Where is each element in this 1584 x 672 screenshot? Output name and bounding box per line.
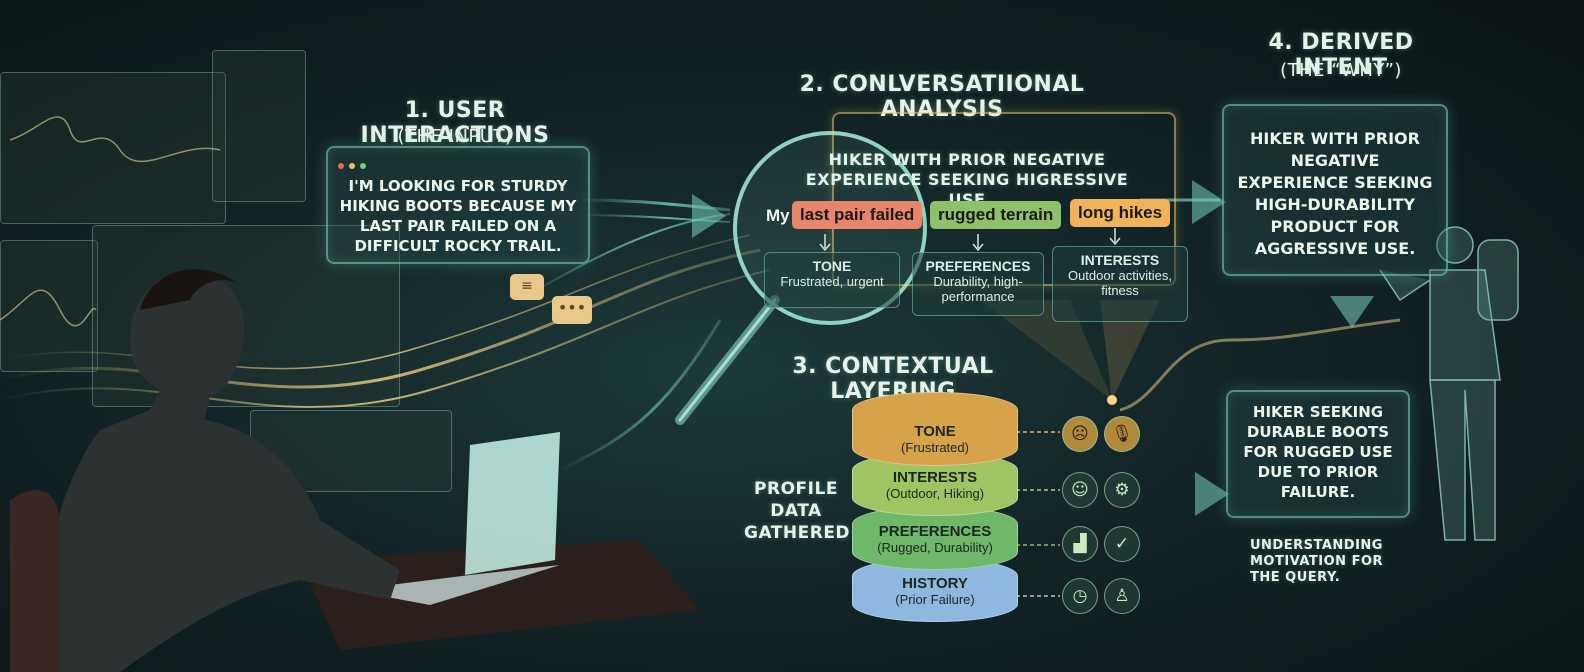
gear-check-icon: ✓	[1104, 526, 1140, 562]
layer-sub: (Prior Failure)	[895, 592, 975, 607]
flow-arrow	[1192, 180, 1226, 224]
step4-subtitle: (The “Why”)	[1280, 60, 1402, 81]
intent-summary-text: Hiker seeking durable boots for rugged u…	[1243, 403, 1393, 501]
derived-intent-text: Hiker with prior negative experience see…	[1237, 129, 1433, 258]
sad-face-icon: ☹	[1062, 416, 1098, 452]
tag-rugged-terrain: rugged terrain	[930, 201, 1062, 229]
card-title: Tone	[812, 258, 852, 274]
microphone-icon: 🎙︎	[1104, 416, 1140, 452]
user-query-text: I'm looking for sturdy hiking boots beca…	[339, 177, 577, 255]
typing-chat-icon: •••	[552, 296, 592, 324]
step1-subtitle: (The Input)	[397, 126, 513, 147]
step1-title: 1. User Interactions	[360, 98, 550, 148]
card-title: Interests	[1080, 252, 1160, 268]
analysis-summary: Hiker with prior negative experience see…	[805, 150, 1129, 209]
step2-title: 2. Conlversatiional Analysis	[799, 72, 1085, 122]
growth-chart-icon: ▟	[1062, 526, 1098, 562]
step4-title: 4. Derived Intent	[1268, 30, 1414, 80]
flow-arrow	[1195, 472, 1229, 516]
tag-long-hikes: long hikes	[1070, 199, 1171, 227]
user-icon: ♙	[1104, 578, 1140, 614]
history-clock-icon: ◷	[1062, 578, 1098, 614]
card-text: Durability, high-performance	[933, 274, 1023, 304]
card-text: Outdoor activities, fitness	[1067, 268, 1173, 298]
layer-title: Preferences	[878, 523, 992, 540]
understanding-caption: Understanding motivation for the query.	[1250, 538, 1384, 585]
card-text: Frustrated, urgent	[780, 274, 884, 289]
layer-history: History (Prior Failure)	[852, 558, 1018, 622]
window-dots	[338, 154, 367, 173]
layer-title: History	[902, 575, 968, 592]
background-screen-panel	[212, 50, 306, 202]
layer-title: Tone	[914, 423, 956, 440]
card-title: Preferences	[925, 258, 1031, 274]
layer-sub: (Rugged, Durability)	[877, 540, 993, 555]
user-query-bubble: I'm looking for sturdy hiking boots beca…	[326, 146, 590, 264]
analysis-card-tone: Tone Frustrated, urgent	[764, 252, 900, 308]
down-arrow	[1330, 296, 1374, 328]
intent-summary-box: Hiker seeking durable boots for rugged u…	[1226, 390, 1410, 518]
layer-preferences: Preferences (Rugged, Durability)	[852, 506, 1018, 570]
chat-icon: ≡	[510, 274, 544, 300]
layer-sub: (Frustrated)	[901, 440, 969, 455]
gear-icon: ⚙	[1104, 472, 1140, 508]
derived-intent-box: Hiker with prior negative experience see…	[1222, 104, 1448, 276]
hiker-icon: ☺	[1062, 472, 1098, 508]
profile-data-label: Profile Data Gathered	[744, 479, 851, 543]
layer-title: Interests	[892, 469, 978, 486]
layer-interests: Interests (Outdoor, Hiking)	[852, 452, 1018, 516]
analysis-card-preferences: Preferences Durability, high-performance	[912, 252, 1044, 316]
tag-last-pair-failed: last pair failed	[792, 201, 923, 229]
analysis-card-interests: Interests Outdoor activities, fitness	[1052, 246, 1188, 322]
layer-tone: Tone (Frustrated)	[852, 392, 1018, 466]
flow-arrow	[692, 194, 726, 238]
background-screen-panel	[0, 72, 226, 224]
layer-sub: (Outdoor, Hiking)	[885, 486, 985, 501]
tag-prefix: My	[766, 206, 790, 225]
